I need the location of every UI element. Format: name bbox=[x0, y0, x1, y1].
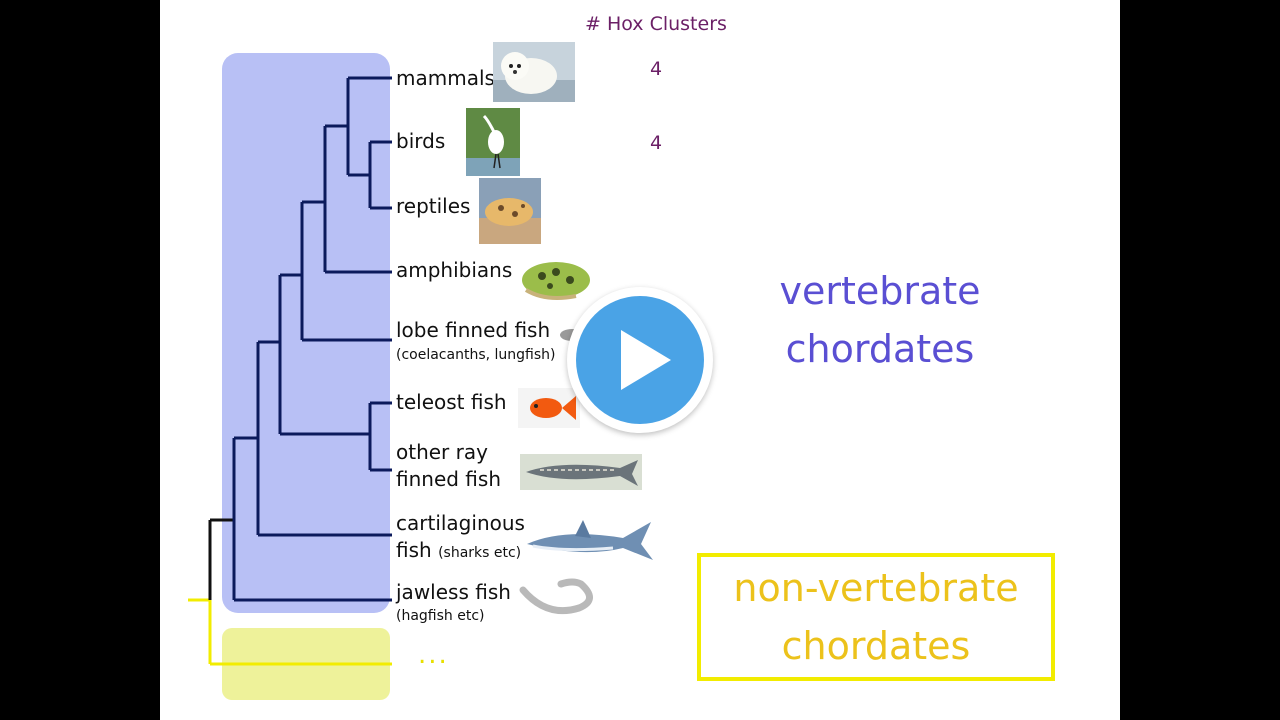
taxon-label-reptiles: reptiles bbox=[396, 194, 471, 218]
reptile-gecko-photo bbox=[479, 178, 541, 244]
teleost-goldfish-photo bbox=[518, 388, 580, 428]
nonvertebrate-chordates-box: non-vertebrate chordates bbox=[697, 553, 1055, 681]
hox-clusters-header: # Hox Clusters bbox=[585, 13, 727, 35]
hox-count-birds: 4 bbox=[650, 132, 663, 154]
play-button[interactable] bbox=[567, 287, 713, 433]
nonvertebrate-label-line2: chordates bbox=[781, 624, 971, 668]
vertebrate-label-line1: vertebrate bbox=[779, 269, 981, 313]
hox-count-mammals: 4 bbox=[650, 58, 663, 80]
taxon-label-birds: birds bbox=[396, 129, 446, 153]
mammal-dog-photo bbox=[493, 42, 575, 102]
taxon-label-mammals: mammals bbox=[396, 66, 495, 90]
taxon-label-fish: fish bbox=[396, 538, 432, 562]
hagfish-photo bbox=[517, 574, 601, 622]
phylogenetic-tree bbox=[188, 53, 392, 700]
vertebrate-branches bbox=[232, 76, 392, 602]
root-branch bbox=[208, 518, 234, 600]
taxon-note-jawless-fish: (hagfish etc) bbox=[396, 608, 485, 624]
play-button-circle bbox=[576, 296, 704, 424]
taxon-label-teleost-fish: teleost fish bbox=[396, 390, 507, 414]
vertebrate-chordates-label: vertebrate chordates bbox=[720, 262, 1040, 378]
vertebrate-label-line2: chordates bbox=[785, 327, 975, 371]
taxon-label-amphibians: amphibians bbox=[396, 258, 513, 282]
ellipsis-more-taxa: ... bbox=[418, 640, 449, 670]
taxon-label-cartilaginous-line2: fish (sharks etc) bbox=[396, 537, 521, 564]
taxon-label-jawless-fish: jawless fish bbox=[396, 580, 511, 604]
nonvertebrate-branches bbox=[188, 598, 392, 666]
vertebrate-highlight-box bbox=[222, 53, 390, 613]
shark-photo bbox=[523, 518, 655, 566]
taxon-note-lobe-finned-fish: (coelacanths, lungfish) bbox=[396, 347, 556, 363]
amphibian-frog-photo bbox=[516, 250, 596, 304]
play-button-icon bbox=[621, 330, 671, 390]
bird-egret-photo bbox=[466, 108, 520, 176]
nonvertebrate-label-line1: non-vertebrate bbox=[733, 566, 1019, 610]
taxon-label-other-ray-line1: other ray bbox=[396, 440, 488, 464]
taxon-label-lobe-finned-fish: lobe finned fish bbox=[396, 318, 551, 342]
taxon-label-other-ray-line2: finned fish bbox=[396, 467, 501, 491]
slide: # Hox Clusters 4 4 mammals birds reptile… bbox=[160, 0, 1120, 720]
sturgeon-photo bbox=[520, 454, 642, 490]
taxon-label-cartilaginous-line1: cartilaginous bbox=[396, 511, 525, 535]
taxon-note-cartilaginous: (sharks etc) bbox=[438, 545, 522, 561]
